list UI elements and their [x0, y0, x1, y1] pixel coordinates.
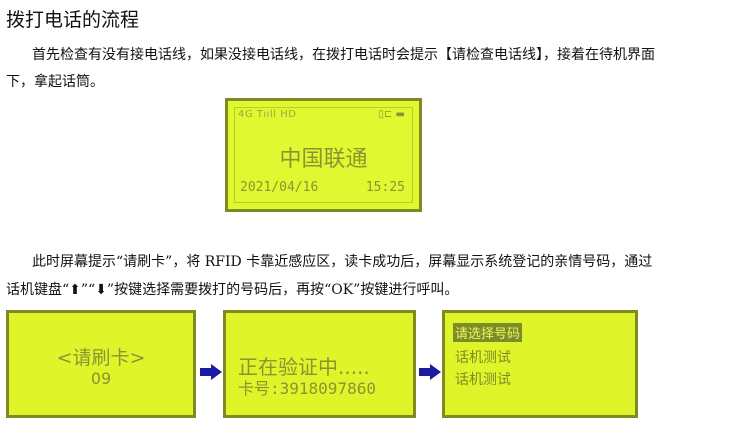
- number-row: 话机测试: [455, 372, 511, 388]
- verify-screen-photo: 正在验证中..... 卡号:3918097860: [223, 310, 416, 418]
- arrow-right-icon: [200, 364, 222, 380]
- card-number: 卡号:3918097860: [238, 379, 376, 398]
- doc-title: 拨打电话的流程: [6, 9, 140, 31]
- para2-line1: 此时屏幕提示“请刷卡”，将 RFID 卡靠近感应区，读卡成功后，屏幕显示系统登记…: [32, 254, 653, 270]
- para2-line2: 话机键盘“⬆”“⬇”按键选择需要拨打的号码后，再按“OK”按键进行呼叫。: [6, 282, 459, 298]
- signal-status: 4G Tııll HD: [238, 109, 297, 120]
- battery-icon: ▯⊏ ▬: [378, 109, 405, 120]
- idle-screen-photo: 4G Tııll HD ▯⊏ ▬ 中国联通 2021/04/16 15:25: [225, 98, 422, 212]
- swipe-prompt: <请刷卡>: [56, 347, 146, 369]
- arrow-right-icon: [419, 364, 441, 380]
- select-header: 请选择号码: [453, 323, 523, 342]
- select-number-screen-photo: 请选择号码 话机测试 话机测试: [442, 310, 638, 418]
- para1-line1: 首先检查有没有接电话线，如果没接电话线，在拨打电话时会提示【请检查电话线】，接着…: [32, 47, 655, 63]
- swipe-card-screen-photo: <请刷卡> 09: [6, 310, 196, 418]
- carrier-name: 中国联通: [279, 147, 368, 172]
- number-row: 话机测试: [455, 350, 511, 366]
- para1-line2: 下，拿起话筒。: [6, 74, 104, 90]
- swipe-code: 09: [90, 369, 112, 388]
- date-display: 2021/04/16: [240, 180, 319, 195]
- verify-status: 正在验证中.....: [238, 355, 370, 379]
- lcd-frame: [234, 107, 413, 203]
- time-display: 15:25: [365, 180, 405, 195]
